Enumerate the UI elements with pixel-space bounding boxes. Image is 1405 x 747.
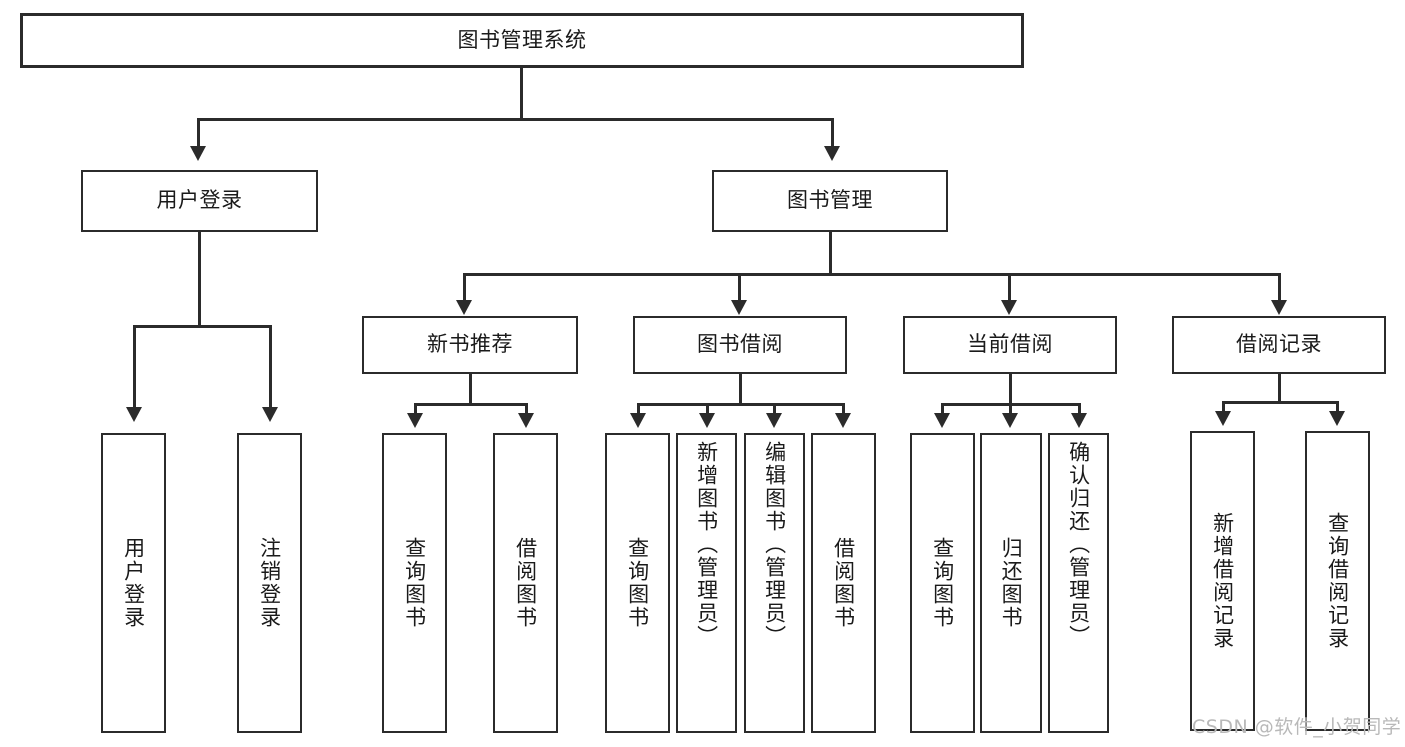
connector-book-mgmt-bus — [463, 273, 1278, 276]
leaf-label: 编辑图书（管理员） — [762, 441, 787, 648]
node-current-borrow[interactable]: 当前借阅 — [903, 316, 1117, 374]
node-book-management[interactable]: 图书管理 — [712, 170, 948, 232]
node-root-library-system[interactable]: 图书管理系统 — [20, 13, 1024, 68]
arrowhead-record-c2 — [1329, 411, 1345, 426]
arrowhead-current-c2 — [1002, 413, 1018, 428]
connector-borrow-c4 — [842, 403, 845, 417]
connector-borrow-c2 — [706, 403, 709, 417]
arrowhead-book-mgmt — [824, 146, 840, 161]
connector-to-leaf-user-login — [133, 325, 136, 409]
arrowhead-borrow-c2 — [699, 413, 715, 428]
arrowhead-leaf-logout — [262, 407, 278, 422]
connector-recommend-bus — [414, 403, 528, 406]
node-label: 图书管理系统 — [457, 27, 587, 52]
leaf-label: 归还图书 — [999, 537, 1024, 629]
connector-recommend-c1 — [414, 403, 417, 417]
arrowhead-borrow-c4 — [835, 413, 851, 428]
leaf-logout[interactable]: 注销登录 — [237, 433, 302, 733]
leaf-label: 确认归还（管理员） — [1066, 441, 1091, 648]
connector-record-c1 — [1222, 401, 1225, 415]
arrowhead-user-login — [190, 146, 206, 161]
leaf-current-query-book[interactable]: 查询图书 — [910, 433, 975, 733]
connector-to-current-borrow — [1008, 273, 1011, 305]
connector-current-stem — [1009, 374, 1012, 406]
connector-recommend-stem — [469, 374, 472, 406]
connector-user-login-stem — [198, 232, 201, 328]
node-user-login[interactable]: 用户登录 — [81, 170, 318, 232]
leaf-current-return-book[interactable]: 归还图书 — [980, 433, 1042, 733]
connector-current-c3 — [1078, 403, 1081, 417]
connector-borrow-c3 — [773, 403, 776, 417]
arrowhead-current-c3 — [1071, 413, 1087, 428]
connector-record-stem — [1278, 374, 1281, 404]
leaf-label: 新增借阅记录 — [1210, 512, 1235, 650]
node-label: 借阅记录 — [1236, 332, 1322, 357]
leaf-borrow-query-book[interactable]: 查询图书 — [605, 433, 670, 733]
leaf-current-confirm-return-admin[interactable]: 确认归还（管理员） — [1048, 433, 1109, 733]
connector-root-stem — [520, 68, 523, 118]
connector-user-login-bus — [133, 325, 272, 328]
leaf-label: 查询图书 — [625, 537, 650, 629]
connector-borrow-stem — [739, 374, 742, 406]
connector-root-to-book-mgmt — [831, 118, 834, 148]
node-borrow-record[interactable]: 借阅记录 — [1172, 316, 1386, 374]
connector-book-mgmt-stem — [829, 232, 832, 276]
connector-current-c2 — [1009, 403, 1012, 417]
leaf-record-query-record[interactable]: 查询借阅记录 — [1305, 431, 1370, 731]
leaf-label: 新增图书（管理员） — [694, 441, 719, 648]
node-label: 图书借阅 — [697, 332, 783, 357]
leaf-label: 借阅图书 — [513, 537, 538, 629]
connector-record-c2 — [1336, 401, 1339, 415]
node-new-book-recommend[interactable]: 新书推荐 — [362, 316, 578, 374]
arrowhead-borrow-c3 — [766, 413, 782, 428]
csdn-watermark: CSDN @软件_小贺同学 — [1192, 716, 1402, 738]
connector-root-to-user-login — [197, 118, 200, 148]
arrowhead-current-c1 — [934, 413, 950, 428]
connector-record-bus — [1222, 401, 1339, 404]
node-label: 当前借阅 — [967, 332, 1053, 357]
leaf-label: 用户登录 — [121, 537, 146, 629]
node-label: 图书管理 — [787, 188, 873, 213]
node-label: 用户登录 — [156, 188, 243, 213]
leaf-label: 注销登录 — [257, 537, 282, 629]
arrowhead-borrow-c1 — [630, 413, 646, 428]
leaf-recommend-borrow-book[interactable]: 借阅图书 — [493, 433, 558, 733]
connector-recommend-c2 — [525, 403, 528, 417]
arrowhead-recommend-c1 — [407, 413, 423, 428]
connector-to-book-borrow — [738, 273, 741, 305]
leaf-user-login[interactable]: 用户登录 — [101, 433, 166, 733]
leaf-borrow-edit-book-admin[interactable]: 编辑图书（管理员） — [744, 433, 805, 733]
leaf-label: 借阅图书 — [831, 537, 856, 629]
arrowhead-new-book — [456, 300, 472, 315]
node-book-borrow[interactable]: 图书借阅 — [633, 316, 847, 374]
leaf-record-add-record[interactable]: 新增借阅记录 — [1190, 431, 1255, 731]
leaf-recommend-query-book[interactable]: 查询图书 — [382, 433, 447, 733]
leaf-label: 查询借阅记录 — [1325, 512, 1350, 650]
connector-to-new-book — [463, 273, 466, 305]
connector-current-c1 — [941, 403, 944, 417]
leaf-label: 查询图书 — [930, 537, 955, 629]
connector-to-leaf-logout — [269, 325, 272, 409]
connector-root-bus — [197, 118, 834, 121]
arrowhead-borrow-record — [1271, 300, 1287, 315]
arrowhead-recommend-c2 — [518, 413, 534, 428]
connector-borrow-bus — [637, 403, 845, 406]
arrowhead-current-borrow — [1001, 300, 1017, 315]
connector-to-borrow-record — [1278, 273, 1281, 305]
arrowhead-book-borrow — [731, 300, 747, 315]
arrowhead-leaf-user-login — [126, 407, 142, 422]
leaf-borrow-add-book-admin[interactable]: 新增图书（管理员） — [676, 433, 737, 733]
node-label: 新书推荐 — [427, 332, 513, 357]
leaf-borrow-borrow-book[interactable]: 借阅图书 — [811, 433, 876, 733]
connector-borrow-c1 — [637, 403, 640, 417]
arrowhead-record-c1 — [1215, 411, 1231, 426]
leaf-label: 查询图书 — [402, 537, 427, 629]
